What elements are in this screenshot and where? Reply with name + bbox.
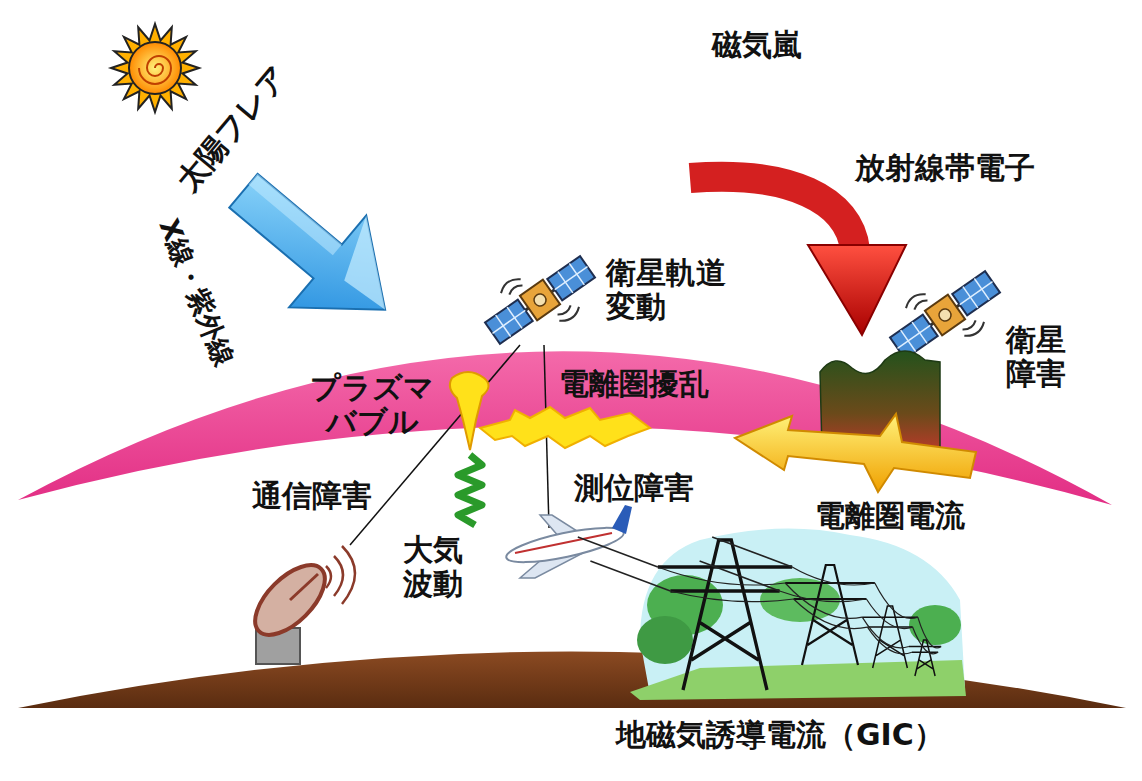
power-line-landscape-part — [712, 537, 792, 567]
antenna-dish-part — [243, 553, 336, 646]
orbit-change-label: 衛星軌道 変動 — [606, 256, 738, 325]
satellite-fault-label: 衛星 障害 — [1006, 323, 1075, 392]
belt-electron-label: 放射線帯電子 — [855, 151, 1035, 186]
xray-arrow-part — [325, 215, 424, 312]
sun-icon-part — [139, 56, 171, 84]
communication-fault-label: 通信障害 — [252, 479, 372, 514]
power-line-landscape-part — [780, 591, 867, 602]
ionosphere-disturbance-label: 電離圏擾乱 — [559, 367, 709, 402]
plasma-bubble — [450, 372, 489, 450]
ionosphere-current-bolt — [735, 414, 976, 492]
power-line-landscape-part-part — [658, 540, 792, 690]
power-line-landscape-part — [590, 561, 670, 591]
sun-icon-part — [111, 24, 199, 112]
power-line-landscape-part-part — [785, 565, 875, 665]
satellite-icon — [474, 240, 607, 361]
xray-arrow-part — [249, 174, 342, 255]
power-line-landscape-part — [862, 606, 918, 668]
power-line-landscape-part — [792, 567, 875, 585]
power-line-landscape-part — [670, 591, 793, 602]
airplane-part — [515, 533, 612, 553]
power-line-landscape-part — [875, 583, 918, 618]
radiation-arrow-part — [808, 245, 906, 335]
atmospheric-wave — [458, 455, 482, 525]
power-line-landscape-part — [700, 561, 780, 591]
power-line-landscape-part — [658, 540, 792, 690]
ionosphere-current-label: 電離圏電流 — [815, 499, 965, 534]
gic-label: 地磁気誘導電流（GIC） — [616, 718, 944, 753]
antenna-dish-part — [326, 546, 355, 604]
power-line-landscape-part — [866, 599, 912, 629]
radiation-label: X線・紫外線 — [153, 214, 240, 370]
power-line-landscape-part — [862, 617, 909, 648]
power-line-landscape-part — [630, 660, 966, 700]
airplane-part — [612, 505, 632, 534]
power-line-landscape-part — [637, 616, 693, 664]
power-line-landscape-part — [794, 599, 868, 629]
power-line-landscape-part — [867, 627, 911, 654]
plasma-bubble-label: プラズマ バブル — [305, 371, 440, 440]
radiation-arrow-part — [690, 177, 855, 250]
power-line-landscape — [578, 529, 966, 700]
airplane — [504, 505, 632, 578]
power-line-landscape-part — [909, 640, 941, 676]
sun-icon — [111, 24, 199, 112]
power-line-landscape-part — [785, 565, 875, 665]
diagram-title: 磁気嵐 — [712, 28, 802, 63]
airplane-part — [504, 521, 626, 569]
antenna-dish — [243, 546, 355, 664]
antenna-dish-part — [290, 574, 318, 600]
ionosphere-disturbance-burst — [480, 407, 650, 448]
atmospheric-wave-label: 大気 波動 — [403, 533, 472, 602]
power-line-landscape-part-part — [909, 640, 941, 676]
xray-arrow-part — [205, 145, 424, 356]
xray-arrow — [205, 145, 424, 356]
power-line-landscape-part — [918, 617, 941, 648]
sun-icon-part — [129, 42, 181, 94]
power-line-landscape-part — [913, 627, 939, 654]
power-line-landscape-part — [578, 537, 658, 567]
ionosphere-band — [18, 351, 1112, 505]
power-line-landscape-part-part — [862, 606, 918, 668]
power-line-landscape-part — [785, 583, 862, 618]
power-line-landscape-part — [909, 605, 961, 645]
positioning-fault-label: 測位障害 — [574, 471, 694, 506]
